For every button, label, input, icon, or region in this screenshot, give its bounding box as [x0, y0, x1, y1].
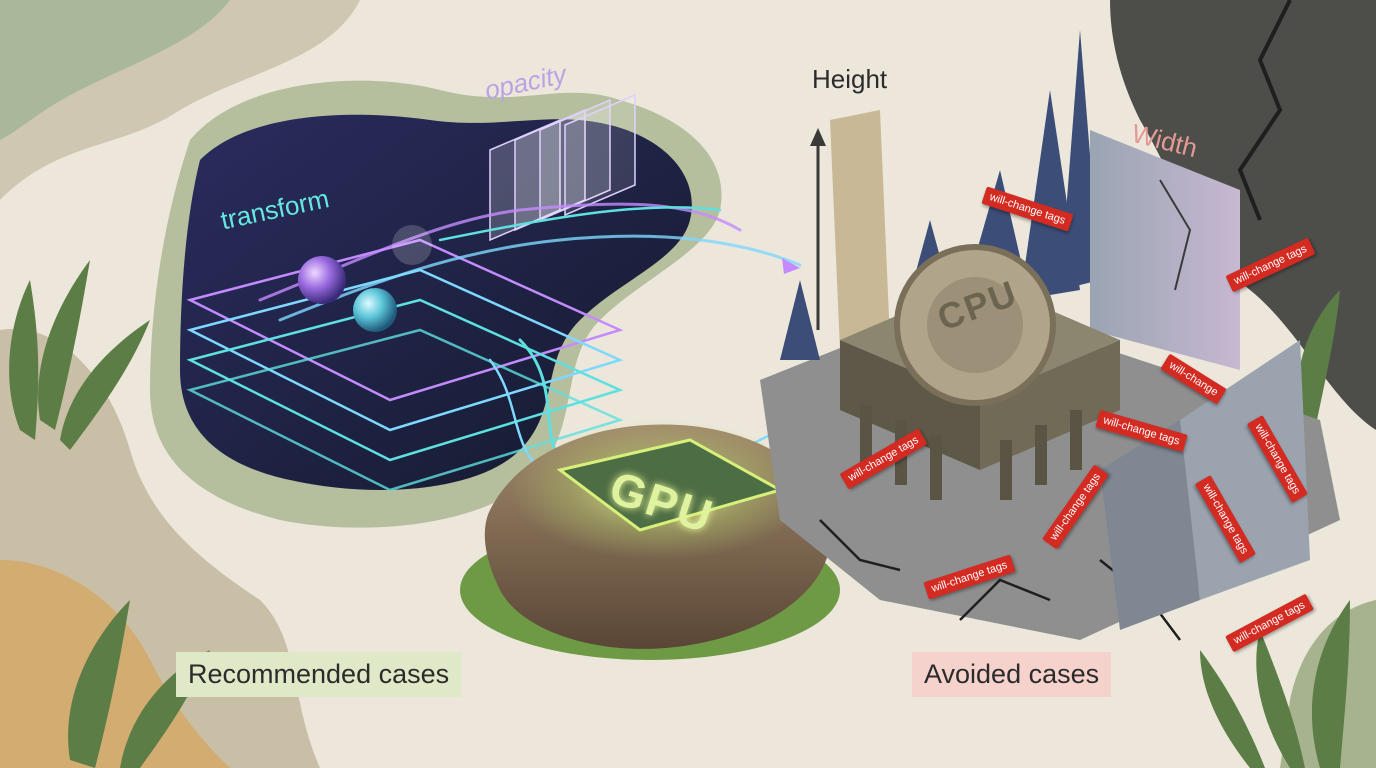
sphere: [353, 288, 397, 332]
broken-wall: [1100, 420, 1200, 630]
opacity-panes: [489, 93, 636, 242]
wall-crack: [1159, 179, 1192, 291]
broken-wall: [1180, 340, 1310, 600]
transform-layers: [186, 238, 624, 492]
cpu-side: [840, 340, 980, 470]
dark-cliff: [1110, 0, 1376, 430]
recommended-cases-label: Recommended cases: [176, 652, 462, 697]
cpu-side: [980, 340, 1120, 470]
paper-layer: [0, 0, 230, 140]
height-arrowhead: [810, 128, 826, 146]
height-label: Height: [812, 64, 888, 94]
cpu-gear-hub: [927, 277, 1023, 373]
sphere-ghost: [392, 225, 432, 265]
crack: [1237, 0, 1292, 221]
width-wall: [1090, 130, 1240, 370]
flow-arrowhead: [782, 258, 800, 274]
sphere: [298, 256, 346, 304]
plant-right: [1200, 290, 1350, 768]
height-pillar: [830, 110, 890, 350]
cpu-pins: [860, 405, 1082, 500]
avoided-cases-label: Avoided cases: [912, 652, 1112, 697]
